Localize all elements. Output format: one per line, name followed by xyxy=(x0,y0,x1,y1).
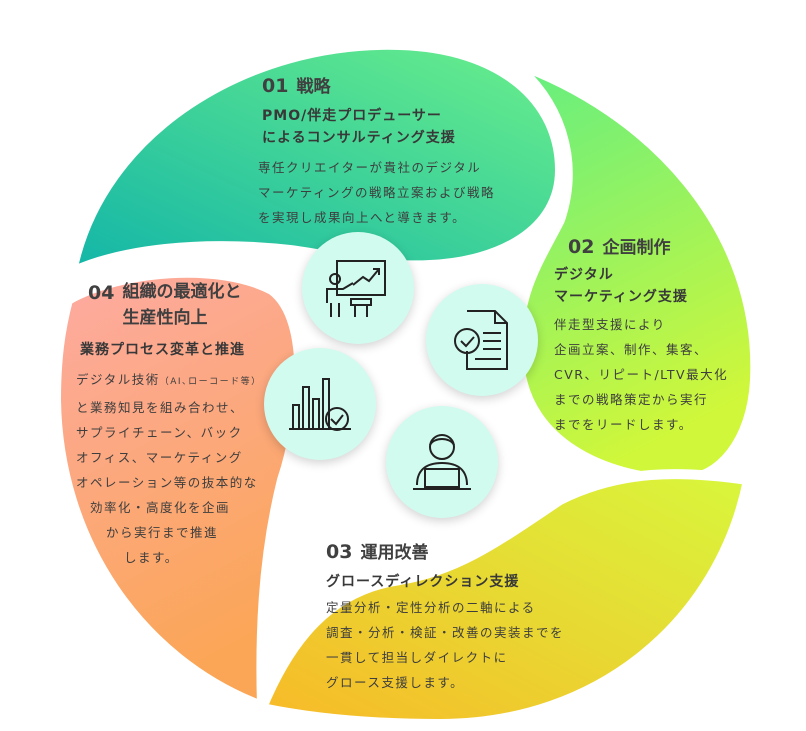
step-02: 02 企画制作 デジタルマーケティング支援 伴走型支援により企画立案、制作、集客、… xyxy=(554,233,728,437)
step-body-line: と業務知見を組み合わせ、 xyxy=(76,400,245,415)
step-title: 戦略 xyxy=(296,77,331,97)
step-body-line: 専任クリエイターが貴社のデジタル xyxy=(258,160,482,175)
step-body-line: オフィス、マーケティング xyxy=(76,450,243,465)
step-body-line: までをリードします。 xyxy=(554,417,693,432)
step-subtitle: グロースディレクション支援 xyxy=(326,574,520,590)
step-body-line: CVR、リピート/LTV最大化 xyxy=(554,367,729,382)
step-body-line: します。 xyxy=(124,550,179,565)
step-body-line: マーケティングの戦略立案および戦略 xyxy=(258,185,496,200)
step-number: 03 xyxy=(326,541,353,563)
step-body-line: 調査・分析・検証・改善の実装までを xyxy=(326,625,565,640)
step-title: 運用改善 xyxy=(360,543,429,563)
step-04: 04 組織の最適化と生産性向上 業務プロセス変革と推進 デジタル技術（AI､ローコ… xyxy=(76,282,286,570)
step-body-line: を実現し成果向上へと導きます。 xyxy=(258,210,467,225)
step-body-line: から実行まで推進 xyxy=(106,525,219,540)
step-subtitle: デジタル xyxy=(554,267,614,283)
presentation-chart-icon xyxy=(302,232,414,344)
step-body-line: デジタル技術 xyxy=(76,372,160,387)
person-laptop-icon xyxy=(386,406,498,518)
petal-01 xyxy=(65,39,566,281)
step-01: 01 戦略 PMO/伴走プロデューサーによるコンサルティング支援 専任クリエイター… xyxy=(258,72,495,230)
petal-02 xyxy=(508,57,761,486)
step-03: 03 運用改善 グロースディレクション支援 定量分析・定性分析の二軸による調査・分… xyxy=(326,538,564,695)
step-body-line: 一貫して担当しダイレクトに xyxy=(326,650,508,665)
step-number: 01 xyxy=(262,75,289,97)
step-subtitle: によるコンサルティング支援 xyxy=(262,130,456,146)
petal-03 xyxy=(255,469,754,730)
document-check-icon xyxy=(426,284,538,396)
petal-04 xyxy=(50,267,305,714)
step-title: 企画制作 xyxy=(602,238,671,258)
step-title: 生産性向上 xyxy=(122,308,208,328)
step-body-line: 効率化・高度化を企画 xyxy=(90,500,231,515)
step-number: 04 xyxy=(88,282,115,304)
step-subtitle: マーケティング支援 xyxy=(554,289,688,305)
step-body-line: オペレーション等の抜本的な xyxy=(76,475,258,490)
step-body-line: までの戦略策定から実行 xyxy=(554,392,709,407)
step-body-line: グロース支援します。 xyxy=(326,675,465,690)
step-subtitle: PMO/伴走プロデューサー xyxy=(262,108,442,124)
step-number: 02 xyxy=(568,236,595,258)
step-body-note: （AI､ローコード等） xyxy=(159,377,262,387)
step-body-line: 伴走型支援により xyxy=(554,317,666,332)
step-body-line: サプライチェーン、バック xyxy=(76,425,243,440)
step-body-line: 定量分析・定性分析の二軸による xyxy=(326,600,536,615)
bar-chart-check-icon xyxy=(264,348,376,460)
step-body-line: 企画立案、制作、集客、 xyxy=(554,342,709,357)
step-subtitle: 業務プロセス変革と推進 xyxy=(80,342,245,358)
step-title: 組織の最適化と xyxy=(122,282,242,302)
